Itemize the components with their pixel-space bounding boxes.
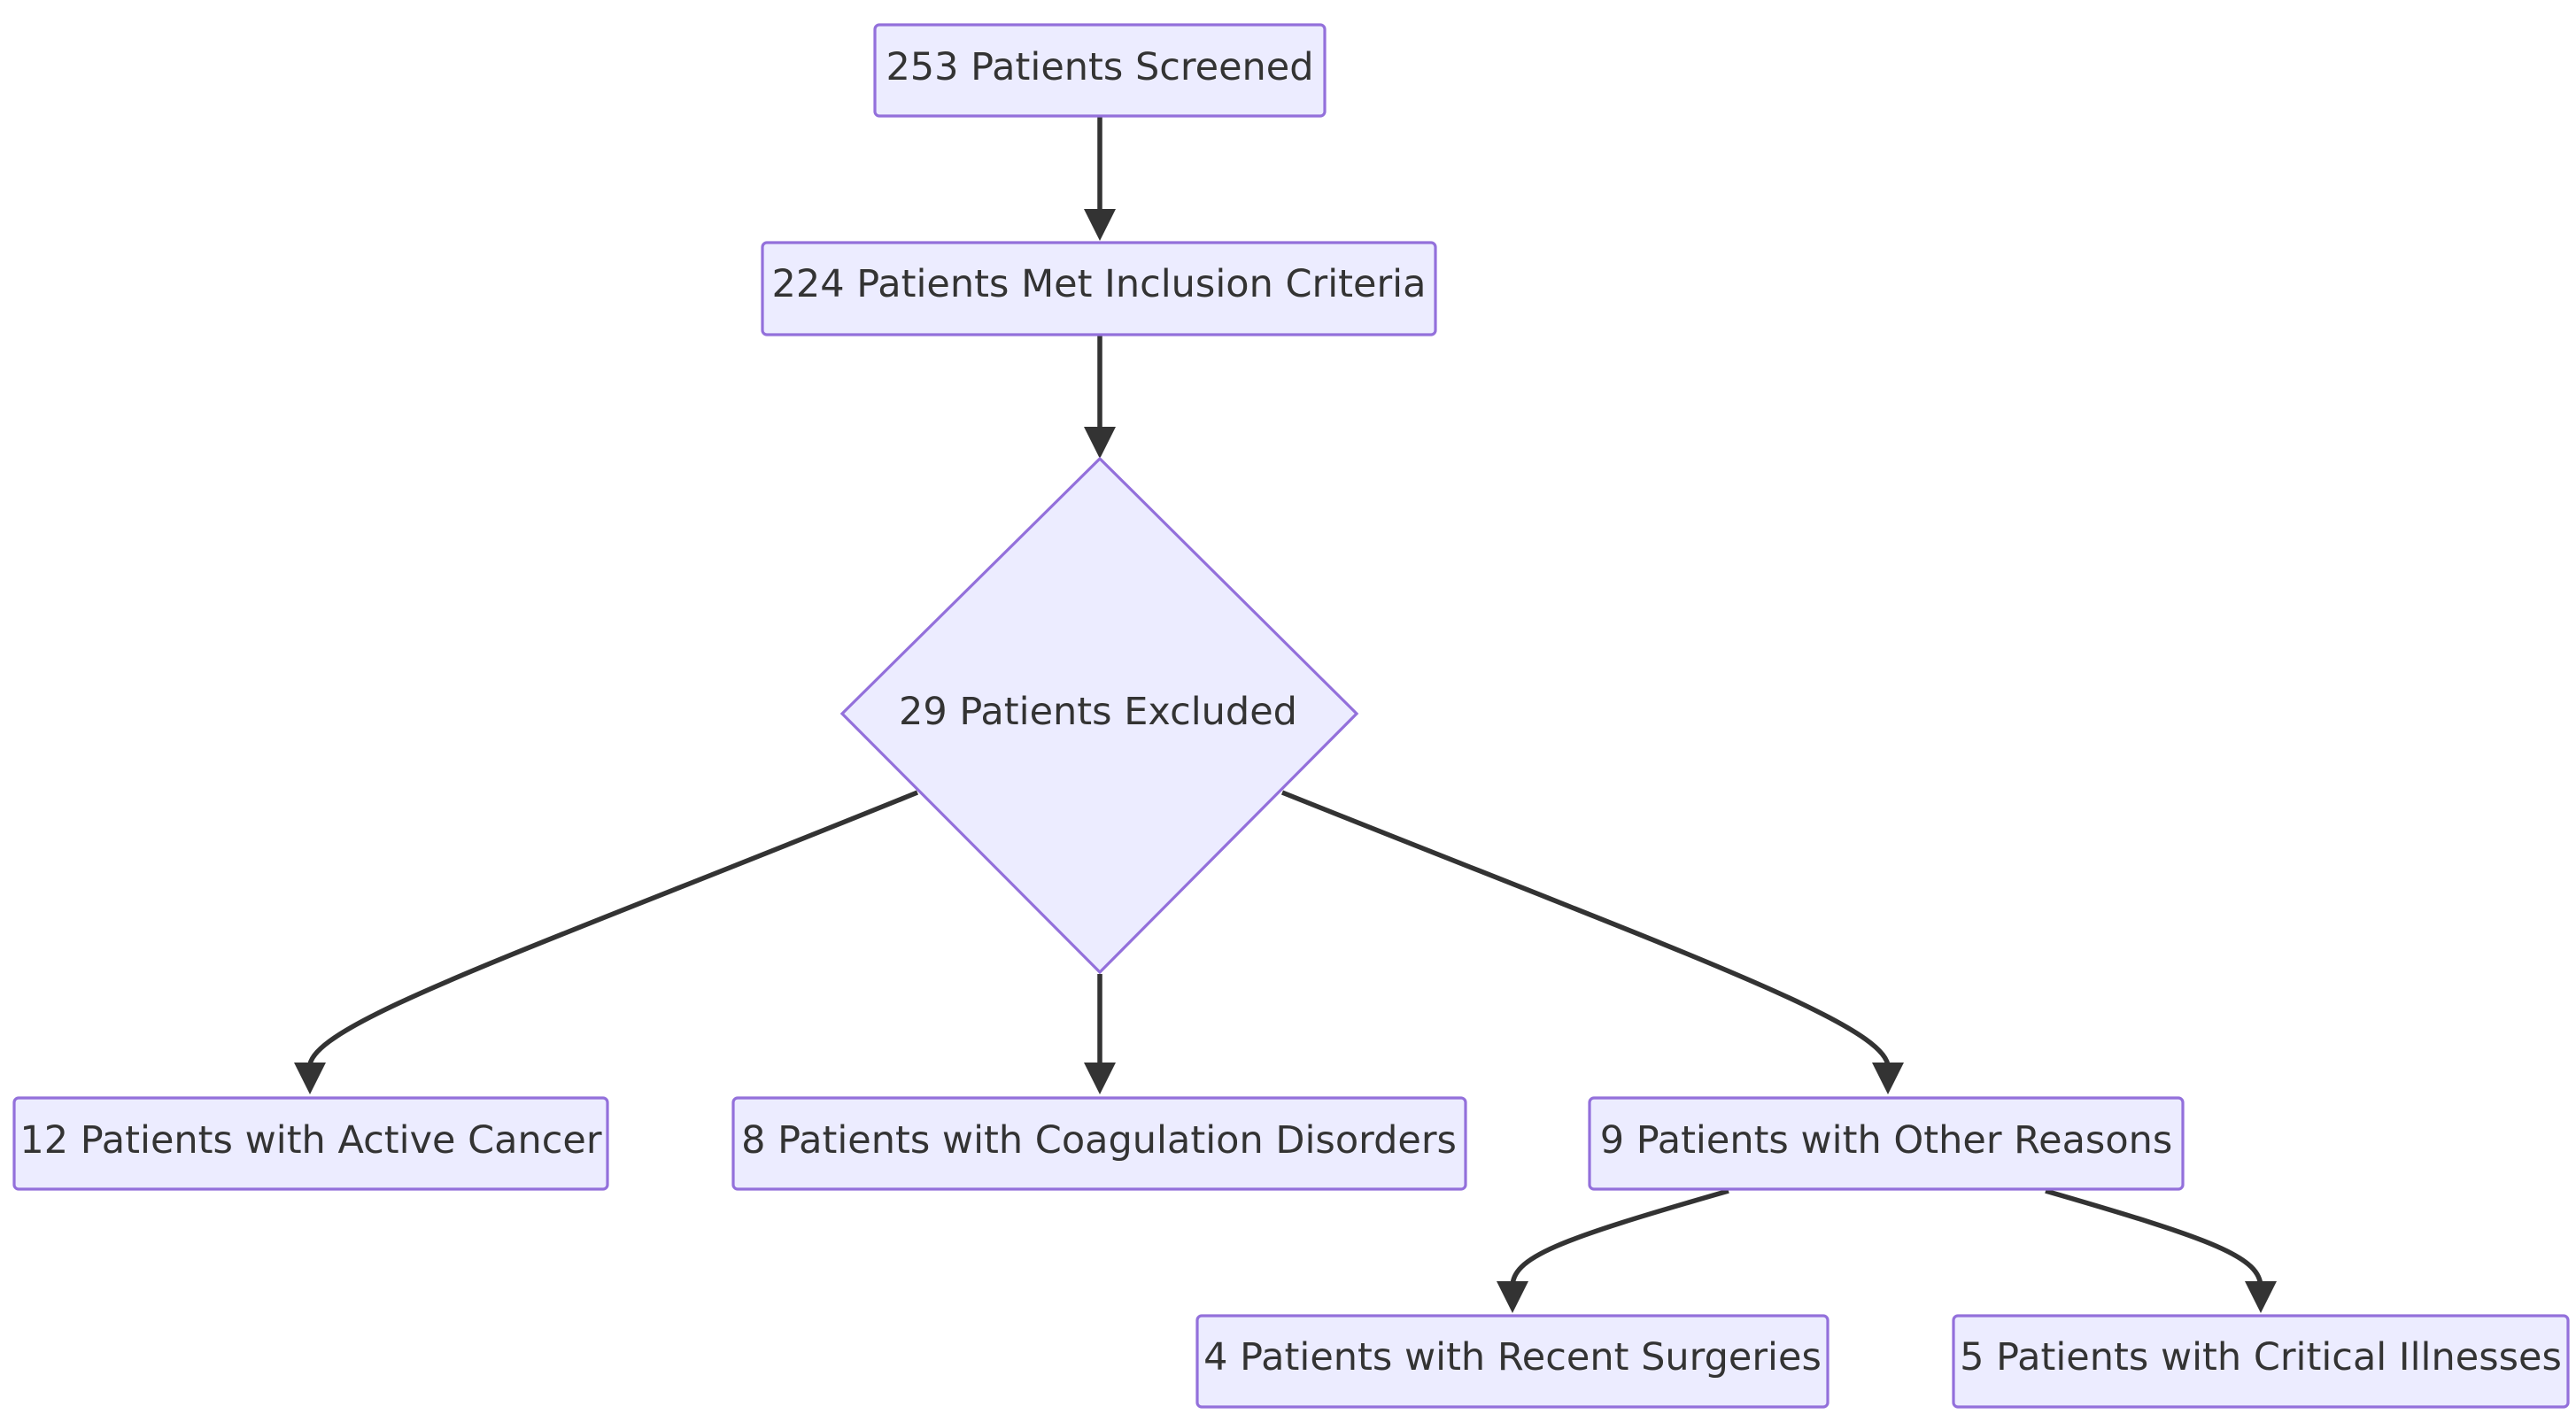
edges xyxy=(294,116,2277,1313)
edge-excluded-to-other-reasons xyxy=(1280,790,1891,1070)
node-recent-surgeries-label: 4 Patients with Recent Surgeries xyxy=(1203,1335,1822,1379)
arrowhead-other-reasons xyxy=(1872,1063,1904,1094)
arrowhead-inclusion xyxy=(1084,209,1116,241)
edge-excluded-to-active-cancer xyxy=(307,790,919,1070)
node-coagulation[interactable]: 8 Patients with Coagulation Disorders xyxy=(731,1096,1467,1191)
edge-other-to-recent-surgeries xyxy=(1510,1188,1729,1289)
arrowhead-recent-surgeries xyxy=(1497,1281,1528,1313)
node-screened[interactable]: 253 Patients Screened xyxy=(873,23,1327,118)
arrowhead-critical-illnesses xyxy=(2245,1281,2277,1313)
arrowhead-coagulation xyxy=(1084,1063,1116,1094)
node-critical-illnesses-label: 5 Patients with Critical Illnesses xyxy=(1960,1335,2562,1379)
edge-other-to-critical-illnesses xyxy=(2045,1188,2263,1289)
node-other-reasons-label: 9 Patients with Other Reasons xyxy=(1600,1118,2173,1163)
node-critical-illnesses[interactable]: 5 Patients with Critical Illnesses xyxy=(1952,1314,2570,1409)
arrowhead-active-cancer xyxy=(294,1063,326,1094)
node-met-inclusion[interactable]: 224 Patients Met Inclusion Criteria xyxy=(761,241,1437,336)
node-active-cancer-label: 12 Patients with Active Cancer xyxy=(19,1118,601,1163)
node-active-cancer[interactable]: 12 Patients with Active Cancer xyxy=(12,1096,609,1191)
node-other-reasons[interactable]: 9 Patients with Other Reasons xyxy=(1588,1096,2185,1191)
node-coagulation-label: 8 Patients with Coagulation Disorders xyxy=(741,1118,1457,1163)
node-excluded-decision[interactable]: 29 Patients Excluded xyxy=(839,456,1359,975)
arrowhead-excluded xyxy=(1084,427,1116,459)
node-screened-label: 253 Patients Screened xyxy=(886,45,1313,89)
node-recent-surgeries[interactable]: 4 Patients with Recent Surgeries xyxy=(1195,1314,1830,1409)
node-met-inclusion-label: 224 Patients Met Inclusion Criteria xyxy=(772,262,1427,306)
node-excluded-label: 29 Patients Excluded xyxy=(899,690,1297,734)
